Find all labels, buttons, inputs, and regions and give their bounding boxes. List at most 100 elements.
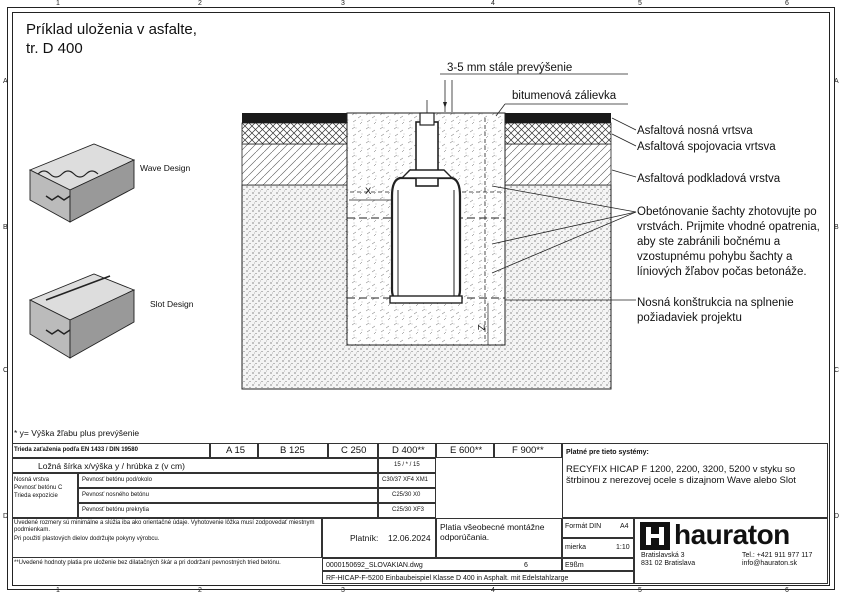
class-cell-f900: [494, 443, 562, 458]
annotation-bitumen: bitumenová zálievka: [512, 90, 617, 102]
grid-col-3-bottom: 3: [341, 587, 345, 594]
disclaimer-1: Uvedené rozmery sú minimálne a slúžia ib…: [14, 520, 315, 533]
class-f900: F 900**: [512, 445, 544, 456]
dims-row-head: [12, 458, 378, 473]
concrete-row-3-label: Pevnosť betónu prekrytia: [82, 507, 149, 513]
concrete-row-1: [78, 473, 378, 488]
company-mail: info@hauraton.sk: [742, 560, 797, 567]
dims-row-label: Ložná šírka x/výška y / hrúbka z (v cm): [38, 461, 185, 471]
grid-row-C: C: [3, 367, 9, 374]
scale-value: 1:10: [616, 544, 630, 551]
disclaimer-3: **Uvedené hodnoty platia pre uloženie be…: [14, 560, 281, 566]
grid-row-C-right: C: [834, 367, 840, 374]
concrete-value-2-cell: [378, 488, 436, 503]
dim-z-label: Z: [476, 324, 488, 331]
concrete-value-3: C25/30 XF3: [392, 507, 425, 513]
class-cell-c250: [328, 443, 378, 458]
note-concreting: Obetónovanie šachty zhotovujte po vrstvá…: [637, 206, 820, 278]
footnote: * y= Výška žľabu plus prevýšenie: [14, 428, 140, 438]
valid-systems-box: [562, 443, 828, 518]
layer-label-binder: Asfaltová spojovacia vrtsva: [637, 141, 776, 153]
class-d400: D 400**: [392, 445, 425, 456]
grid-col-4: 4: [491, 0, 495, 7]
wave-design-illustration: [28, 143, 136, 223]
grid-col-2: 2: [198, 0, 202, 7]
dims-row-value-cell: [378, 458, 436, 473]
grid-col-5-bottom: 5: [638, 587, 642, 594]
format-cell: [562, 518, 634, 538]
concrete-row-1-label: Pevnosť betónu pod/okolo: [82, 477, 152, 483]
inner-frame: [12, 12, 830, 586]
class-cell-a15: [210, 443, 258, 458]
class-cell-e600: [436, 443, 494, 458]
class-row-head: [12, 443, 210, 458]
slot-design-label: Slot Design: [150, 299, 194, 309]
concrete-value-2: C25/30 X0: [392, 492, 421, 498]
concrete-row-2-label: Pevnosť nosného betónu: [82, 492, 149, 498]
concrete-row-3: [78, 503, 378, 518]
layer-label-base: Asfaltová podkladová vrstva: [637, 173, 781, 185]
platnik-label: Platník:: [350, 533, 379, 543]
title-line-1: Príklad uloženia v asfalte,: [26, 21, 197, 38]
concrete-row-2: [78, 488, 378, 503]
platnik-box: [322, 518, 436, 558]
class-row-head-label: Trieda zaťaženia podľa EN 1433 / DIN 195…: [14, 447, 138, 453]
grid-col-4-bottom: 4: [491, 587, 495, 594]
layer-group-b: Pevnosť betónu C: [14, 485, 63, 491]
layer-group-a: Nosná vrstva: [14, 477, 50, 483]
layer-group-c: Trieda expozície: [14, 493, 58, 499]
disclaimer-box: [12, 518, 322, 558]
company-addr1: Bratislavská 3: [641, 552, 685, 559]
grid-col-1: 1: [56, 0, 60, 7]
company-addr2: 831 02 Bratislava: [641, 560, 696, 567]
valid-systems-body: RECYFIX HICAP F 1200, 2200, 3200, 5200 v…: [566, 464, 796, 486]
validity-box: [436, 518, 562, 558]
wave-design-label: Wave Design: [140, 163, 191, 173]
grid-col-5: 5: [638, 0, 642, 7]
class-cell-d400: [378, 443, 436, 458]
layer-group-head: [12, 473, 78, 518]
validity-text: Platia všeobecné montážne odporúčania.: [440, 522, 545, 542]
revision: E9ßm: [565, 562, 584, 569]
layer-label-surface: Asfaltová nosná vrtsva: [637, 125, 753, 137]
drawing-frame: [7, 7, 835, 590]
company-box: [634, 518, 828, 584]
slot-design-illustration: [28, 273, 136, 359]
code-cell: [322, 558, 562, 571]
format-value: A4: [620, 523, 629, 530]
concrete-value-3-cell: [378, 503, 436, 518]
concrete-value-1-cell: [378, 473, 436, 488]
valid-systems-head: Platné pre tieto systémy:: [566, 449, 649, 456]
company-name: hauraton: [674, 519, 790, 550]
desc-cell: [322, 571, 634, 584]
drawing-description: RF-HICAP-F-5200 Einbaubeispiel Klasse D …: [326, 575, 569, 582]
scale-label: mierka: [565, 544, 587, 551]
platnik-date: 12.06.2024: [388, 533, 431, 543]
rev-cell: [562, 558, 634, 571]
title-line-2: tr. D 400: [26, 40, 83, 57]
note-structure: Nosná konštrukcia na splnenie požiadavie…: [637, 297, 794, 324]
grid-col-1-bottom: 1: [56, 587, 60, 594]
class-b125: B 125: [280, 445, 305, 456]
class-cell-b125: [258, 443, 328, 458]
dim-x-label: X: [365, 186, 372, 197]
drawing-title: Príklad uloženia v asfalte, tr. D 400: [26, 20, 197, 58]
grid-row-B: B: [3, 224, 8, 231]
class-a15: A 15: [226, 445, 246, 456]
grid-row-D: D: [3, 513, 9, 520]
grid-row-B-right: B: [834, 224, 839, 231]
company-tel: Tel.: +421 911 977 117: [742, 552, 813, 559]
grid-col-6-bottom: 6: [785, 587, 789, 594]
grid-col-3: 3: [341, 0, 345, 7]
grid-col-6: 6: [785, 0, 789, 7]
sheet-number: 6: [524, 562, 528, 569]
drawing-code: 0000150692_SLOVAKIAN.dwg: [326, 562, 423, 569]
class-c250: C 250: [341, 445, 367, 456]
class-e600: E 600**: [450, 445, 483, 456]
grid-row-A: A: [3, 78, 8, 85]
hauraton-logo-icon: [640, 522, 670, 550]
grid-row-A-right: A: [834, 78, 839, 85]
annotation-elevation: 3-5 mm stále prevýšenie: [447, 62, 573, 74]
concrete-value-1: C30/37 XF4 XM1: [382, 477, 429, 483]
